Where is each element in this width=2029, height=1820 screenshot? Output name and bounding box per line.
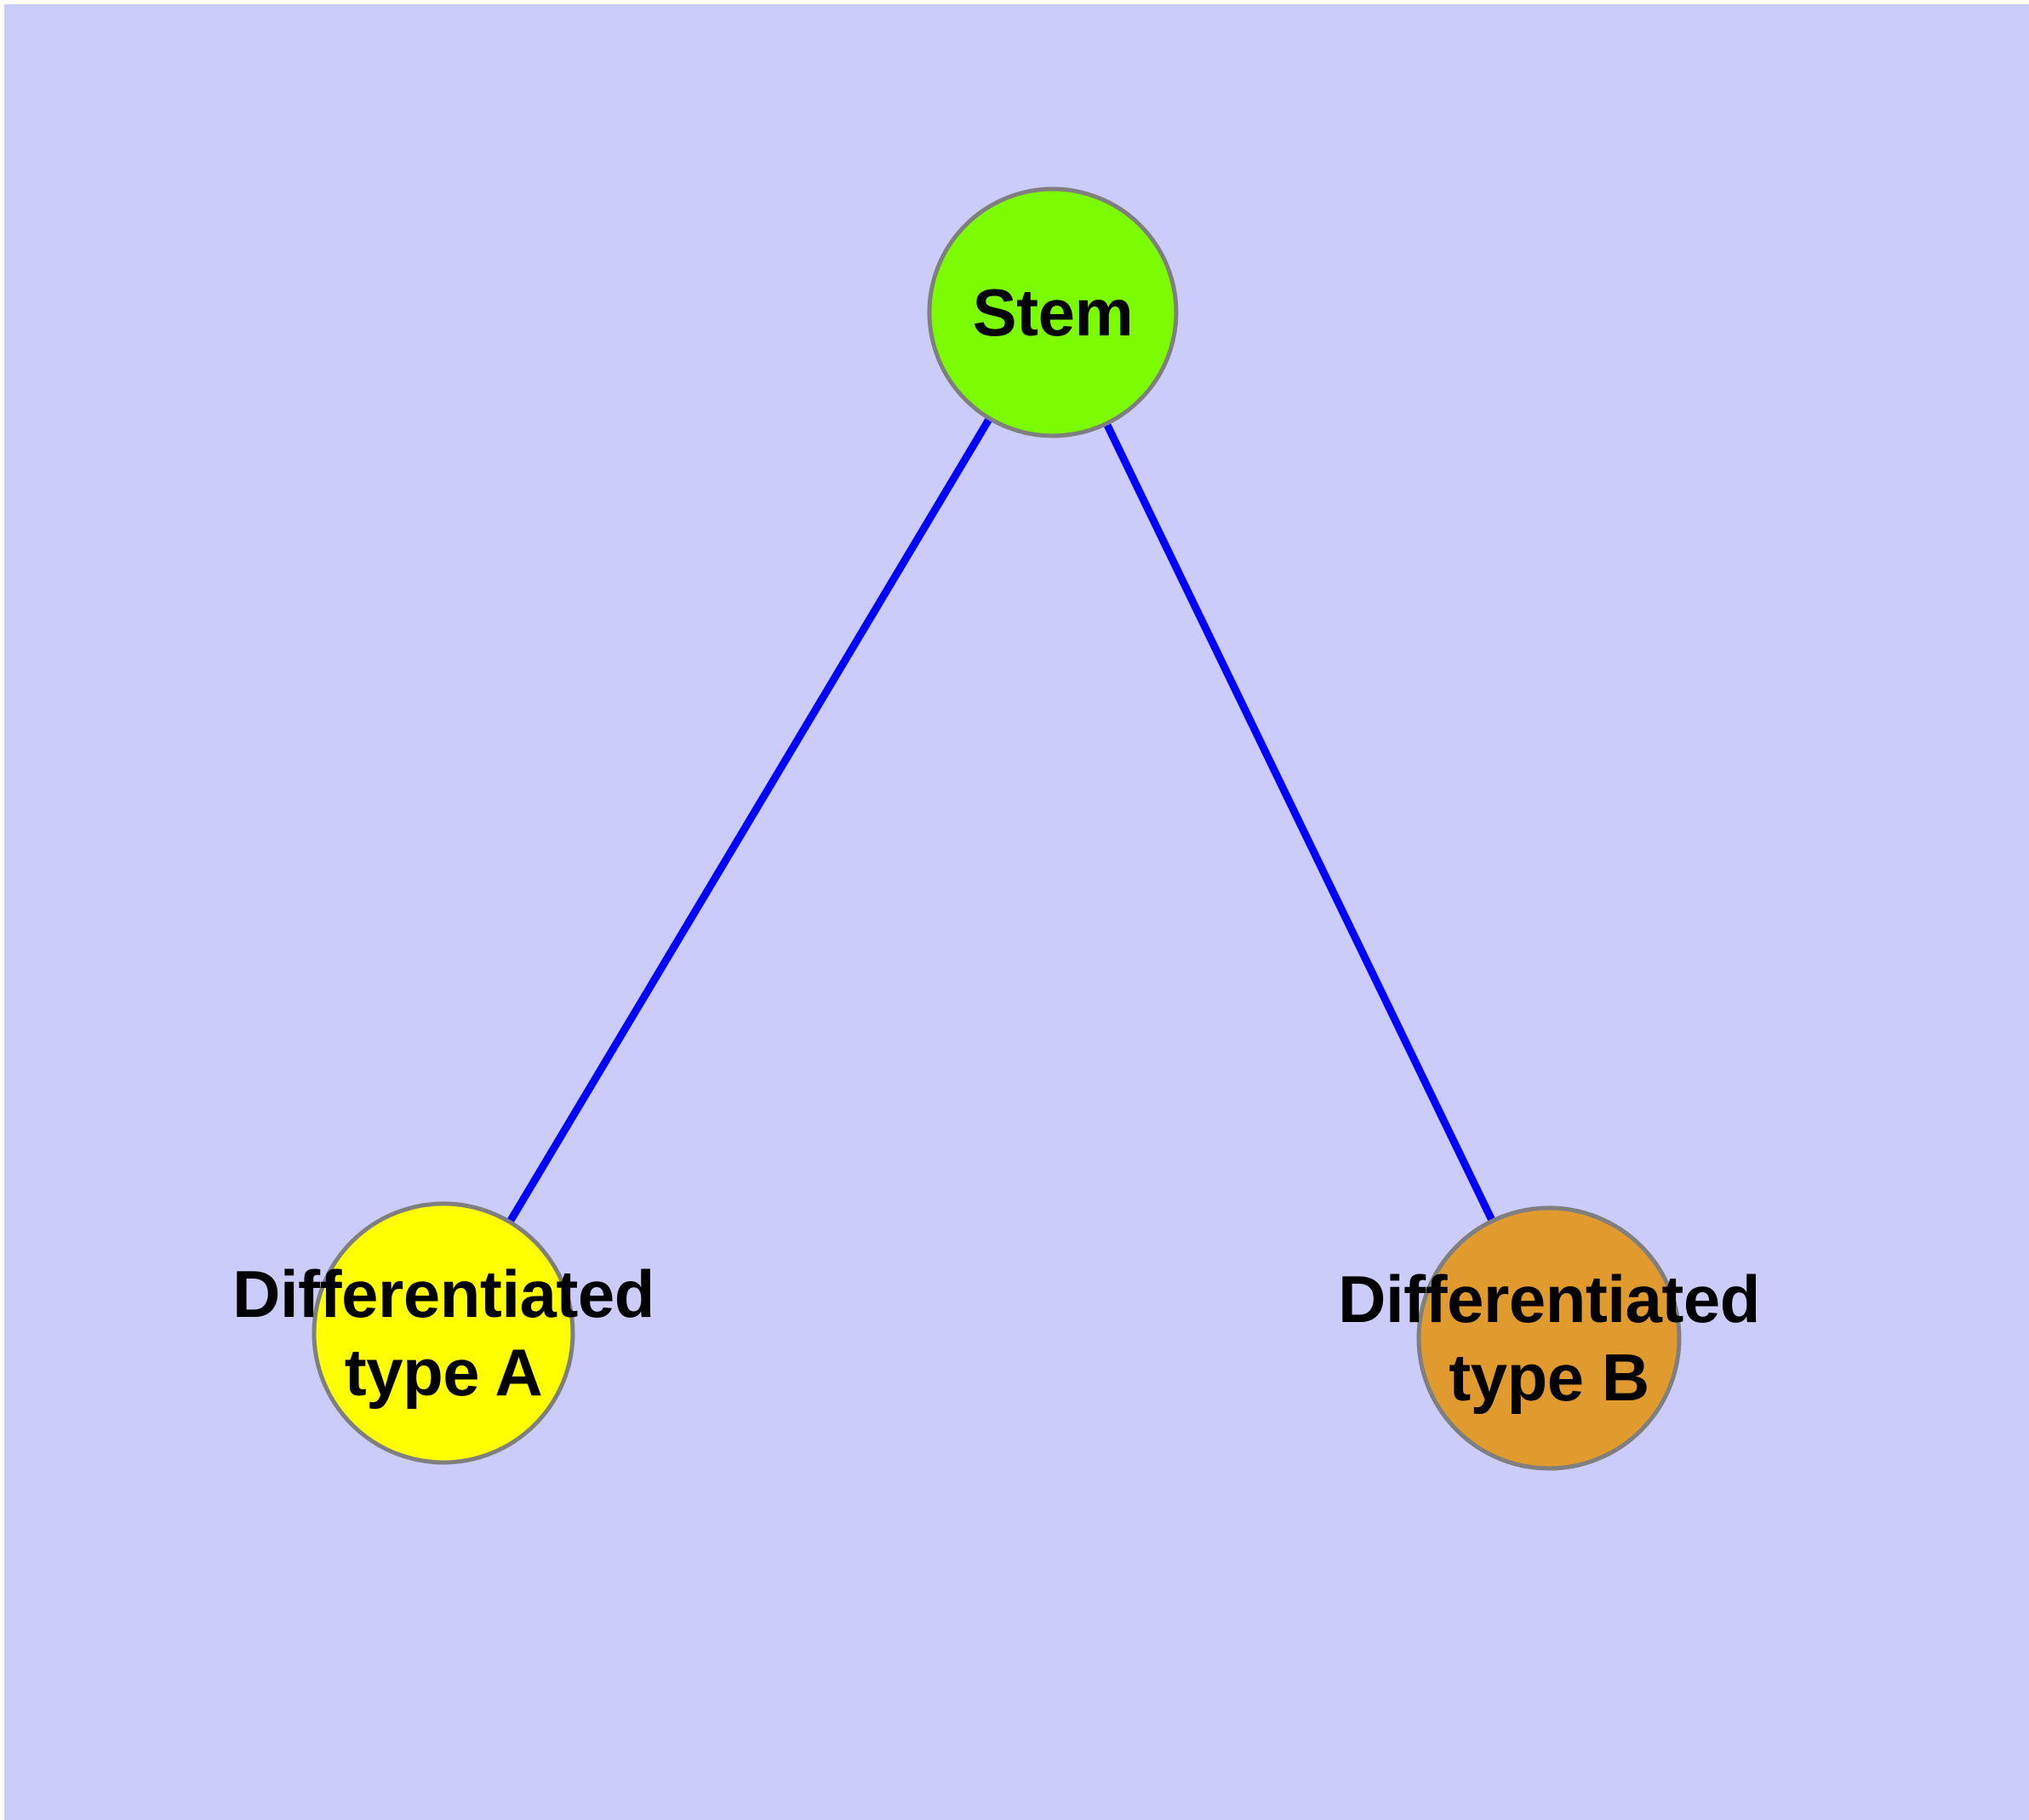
graph-node-stem[interactable] [927,186,1179,438]
node-hit-diff_a[interactable] [314,1204,573,1462]
node-layer [311,186,1682,1471]
node-hit-stem[interactable] [929,189,1176,436]
graph-edge [440,310,1056,1336]
graph-edge [1049,311,1553,1340]
node-hit-diff_b[interactable] [1419,1208,1679,1468]
edge-layer [440,310,1553,1340]
graph-node-diff_a[interactable] [311,1201,575,1465]
graph-node-diff_b[interactable] [1416,1205,1682,1471]
